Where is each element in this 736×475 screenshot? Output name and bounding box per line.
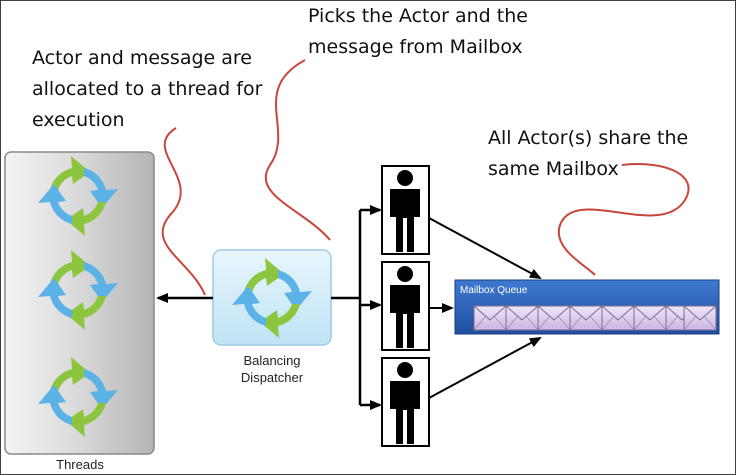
- annotation-share-line-1: All Actor(s) share the: [488, 127, 689, 149]
- squiggle-share: [557, 163, 690, 276]
- mailbox-message-envelope-icon-2: [505, 305, 539, 331]
- annotation-picks-line-2: message from Mailbox: [308, 36, 523, 58]
- branch-connector: [331, 210, 362, 405]
- mailbox-message-envelope-icon-1: [473, 305, 507, 331]
- mailbox-message-envelope-icon-8: [683, 305, 717, 331]
- mailbox-queue-title: Mailbox Queue: [460, 285, 528, 296]
- annotation-allocated-line-1: Actor and message are: [32, 47, 252, 69]
- annotation-share: All Actor(s) share the same Mailbox: [488, 126, 688, 182]
- annotation-picks-line-1: Picks the Actor and the: [308, 5, 528, 27]
- dispatcher-label-line-1: Balancing: [243, 353, 301, 368]
- arrow-actor-3-to-mailbox: [428, 337, 542, 399]
- annotation-share-line-2: same Mailbox: [488, 158, 619, 180]
- threads-label: Threads: [56, 457, 104, 472]
- annotation-picks: Picks the Actor and the message from Mai…: [308, 4, 528, 60]
- arrow-actor-1-to-mailbox: [428, 217, 542, 279]
- squiggle-picks: [264, 59, 331, 241]
- squiggle-allocated: [161, 127, 206, 296]
- annotation-allocated-line-2: allocated to a thread for: [32, 78, 263, 100]
- dispatcher-label: Balancing Dispatcher: [226, 352, 318, 386]
- annotation-allocated: Actor and message are allocated to a thr…: [32, 46, 262, 133]
- dispatcher-label-line-2: Dispatcher: [240, 370, 304, 385]
- mailbox-message-envelope-icon-4: [569, 305, 603, 331]
- mailbox-message-envelope-icon-6: [633, 305, 667, 331]
- mailbox-message-envelope-icon-5: [601, 305, 635, 331]
- mailbox-message-envelope-icon-3: [537, 305, 571, 331]
- threads-panel: [4, 151, 155, 455]
- annotation-allocated-line-3: execution: [32, 109, 125, 131]
